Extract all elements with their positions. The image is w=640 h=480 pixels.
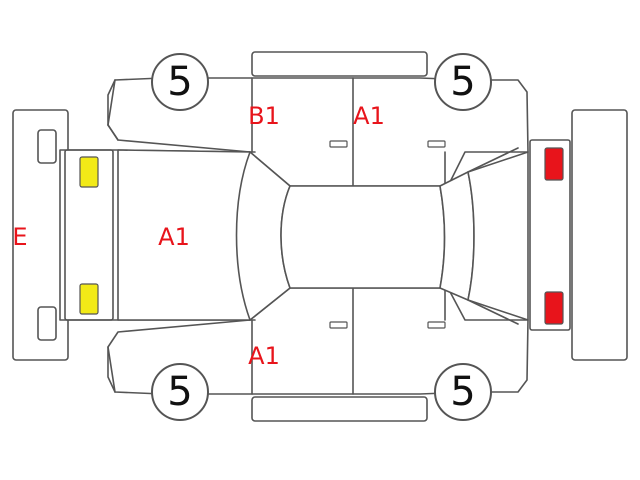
tire-grade-top-left: 5	[167, 59, 192, 105]
damage-mark-left-rear-door: A1	[353, 102, 385, 130]
rear-window	[439, 171, 475, 301]
left-side-step	[251, 51, 428, 77]
damage-mark-right-front-door: A1	[248, 342, 280, 370]
front-lamp-left	[79, 156, 99, 188]
wheel-top-right: 5	[434, 53, 492, 111]
rear-bumper	[571, 109, 628, 361]
rear-lamp-right	[544, 291, 564, 325]
wheel-top-left: 5	[151, 53, 209, 111]
damage-mark-hood: A1	[158, 223, 190, 251]
tire-grade-bottom-right: 5	[450, 369, 475, 415]
roof	[280, 185, 446, 289]
front-lamp-right	[79, 283, 99, 315]
right-side-step	[251, 396, 428, 422]
wheel-bottom-left: 5	[151, 363, 209, 421]
damage-mark-left-front-door: B1	[248, 102, 280, 130]
wheel-bottom-right: 5	[434, 363, 492, 421]
tire-grade-top-right: 5	[450, 59, 475, 105]
rear-lamp-left	[544, 147, 564, 181]
car-top-view	[59, 147, 529, 325]
trunk	[467, 151, 529, 321]
damage-mark-front-bumper: E	[12, 223, 27, 251]
tire-grade-bottom-left: 5	[167, 369, 192, 415]
